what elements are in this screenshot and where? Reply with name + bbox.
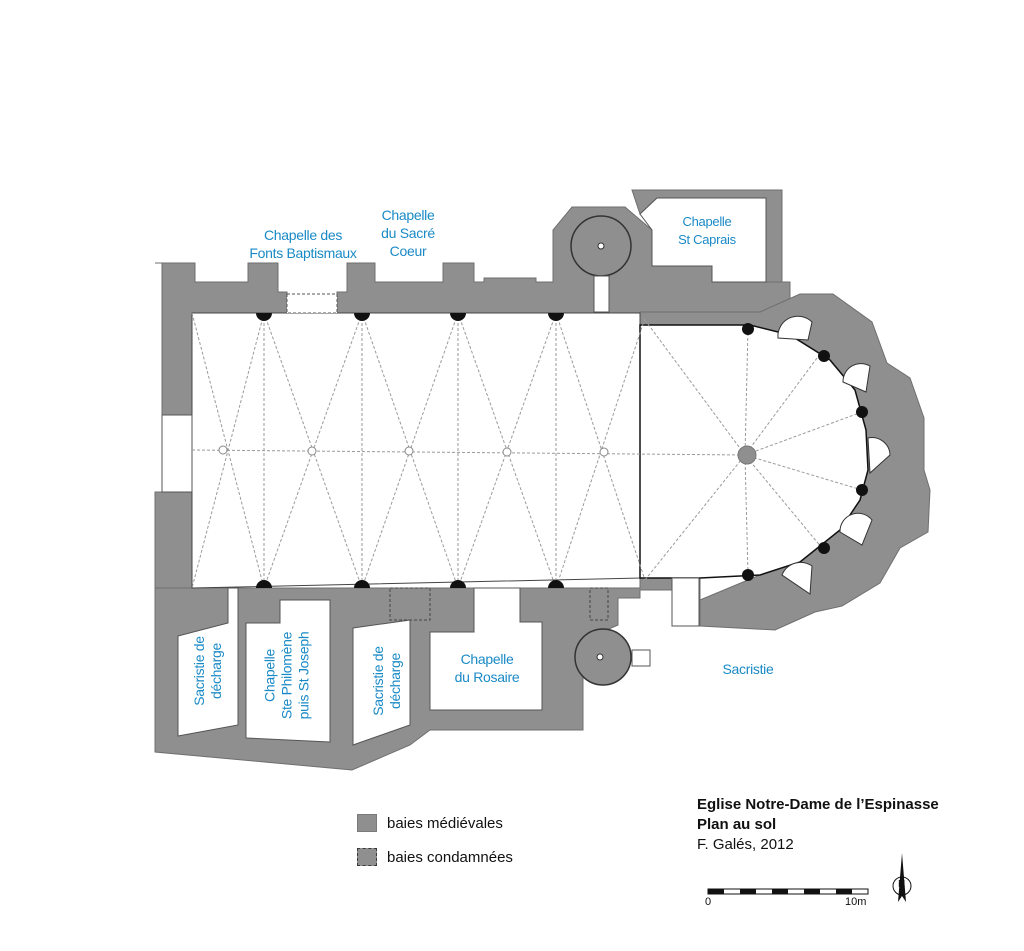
label-line: Ste Philomène: [278, 631, 295, 720]
north-arrow-icon: [892, 853, 912, 902]
south-turret-room: [631, 649, 651, 667]
label-rosaire: Chapelle du Rosaire: [450, 650, 524, 686]
column-bases: [256, 313, 868, 588]
label-line: Chapelle: [261, 649, 278, 702]
title-main: Eglise Notre-Dame de l’Espinasse: [697, 796, 939, 813]
label-sacristie-decharge-1: Sacristie de décharge: [191, 631, 225, 711]
legend-condemned: baies condamnées: [357, 848, 513, 866]
label-line: St Caprais: [678, 232, 736, 247]
title-author: F. Galés, 2012: [697, 836, 794, 853]
label-line: décharge: [387, 653, 403, 709]
label-sacristie: Sacristie: [722, 661, 774, 677]
label-line: du Sacré: [381, 225, 435, 241]
north-label: N: [898, 879, 906, 890]
label-line: puis St Joseph: [295, 631, 312, 720]
north-condemned-bay: [286, 293, 338, 314]
south-turret-newel: [596, 653, 604, 661]
label-ste-philomene: Chapelle Ste Philomène puis St Joseph: [262, 624, 313, 728]
keystones: [218, 445, 609, 457]
st-caprais-interior: [639, 197, 767, 283]
scale-start-label: 0: [705, 896, 712, 908]
west-door: [161, 414, 193, 493]
ste-philomene-interior: [245, 599, 331, 743]
label-sacristie-decharge-2: Sacristie de décharge: [370, 641, 404, 721]
title-block: Eglise Notre-Dame de l’Espinasse Plan au…: [697, 795, 939, 855]
legend-medieval: baies médiévales: [357, 814, 503, 832]
sacristie-1-interior: [177, 587, 239, 737]
label-line: Coeur: [389, 243, 427, 259]
north-passage: [593, 275, 610, 313]
label-line: Fonts Baptismaux: [249, 245, 357, 261]
label-line: décharge: [208, 643, 224, 699]
scale-end-label: 10m: [845, 896, 867, 908]
legend-swatch-condemned: [357, 848, 377, 866]
apse-windows: [777, 315, 891, 595]
legend-text-medieval: baies médiévales: [387, 814, 503, 832]
legend-swatch-medieval: [357, 814, 377, 832]
sacristie-2-interior: [352, 619, 411, 746]
label-sacre-coeur: Chapelle du Sacré Coeur: [373, 206, 443, 260]
legend: baies médiévales baies condamnées: [357, 814, 597, 874]
label-line: Sacristie de: [370, 646, 386, 716]
legend-text-condemned: baies condamnées: [387, 848, 513, 866]
title-subtitle: Plan au sol: [697, 816, 777, 833]
label-line: Chapelle: [381, 207, 435, 223]
south-condemned-bays: [389, 587, 609, 621]
label-line: Chapelle: [682, 214, 732, 229]
scale-bar: [707, 888, 869, 895]
label-line: Sacristie de: [191, 636, 207, 706]
label-fonts-baptismaux: Chapelle des Fonts Baptismaux: [247, 226, 359, 262]
label-line: Chapelle: [460, 651, 514, 667]
south-door: [671, 577, 700, 627]
label-line: Chapelle des: [263, 227, 343, 243]
north-turret-newel: [597, 242, 605, 250]
rosaire-interior: [429, 587, 543, 711]
label-st-caprais: Chapelle St Caprais: [672, 213, 742, 249]
apse-keystone: [737, 445, 757, 465]
west-wall-lower: [154, 491, 193, 589]
label-line: du Rosaire: [454, 669, 520, 685]
